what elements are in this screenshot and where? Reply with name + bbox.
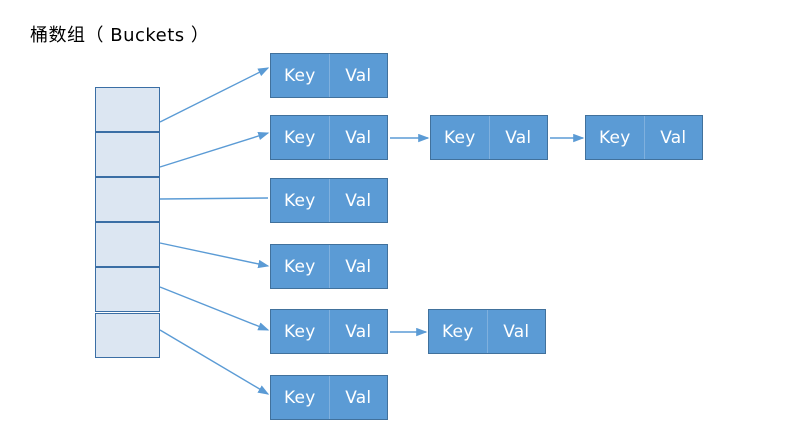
kv-node-value-label: Val xyxy=(660,127,687,148)
kv-node-b3-n0[interactable]: Key Val xyxy=(270,244,388,289)
kv-node-key-label: Key xyxy=(271,245,330,288)
kv-node-key-label: Key xyxy=(271,310,330,353)
bucket-array xyxy=(95,87,160,358)
kv-node-key-label: Key xyxy=(271,179,330,222)
bucket-cell-3[interactable] xyxy=(95,222,160,267)
bucket-to-chain-links xyxy=(159,67,270,395)
kv-node-b1-n2[interactable]: Key Val xyxy=(585,115,703,160)
kv-node-b0-n0[interactable]: Key Val xyxy=(270,53,388,98)
bucket-link-3 xyxy=(159,242,270,269)
kv-node-key-label: Key xyxy=(431,116,490,159)
kv-node-key-label: Key xyxy=(271,54,330,97)
page-title: 桶数组（ Buckets ） xyxy=(30,25,210,46)
kv-node-key-label: Key xyxy=(586,116,645,159)
kv-node-b1-n0[interactable]: Key Val xyxy=(270,115,388,160)
kv-node-value-label: Val xyxy=(345,321,372,342)
kv-node-value-label: Val xyxy=(345,65,372,86)
kv-node-value-label: Val xyxy=(345,256,372,277)
kv-node-b4-n0[interactable]: Key Val xyxy=(270,309,388,354)
bucket-cell-5[interactable] xyxy=(95,313,160,358)
kv-node-value-label: Val xyxy=(345,387,372,408)
bucket-cell-4[interactable] xyxy=(95,267,160,312)
kv-node-b5-n0[interactable]: Key Val xyxy=(270,375,388,420)
kv-node-value-label: Val xyxy=(345,190,372,211)
bucket-link-0 xyxy=(159,67,270,123)
bucket-link-5 xyxy=(159,329,270,395)
kv-node-value-label: Val xyxy=(505,127,532,148)
kv-node-key-label: Key xyxy=(429,310,488,353)
kv-node-key-label: Key xyxy=(271,116,330,159)
kv-node-value-label: Val xyxy=(503,321,530,342)
bucket-link-1 xyxy=(159,131,270,168)
bucket-cell-1[interactable] xyxy=(95,132,160,177)
node-to-node-links xyxy=(390,133,585,337)
bucket-link-4 xyxy=(159,286,270,331)
bucket-cell-0[interactable] xyxy=(95,87,160,132)
kv-node-key-label: Key xyxy=(271,376,330,419)
kv-node-b2-n0[interactable]: Key Val xyxy=(270,178,388,223)
kv-node-b1-n1[interactable]: Key Val xyxy=(430,115,548,160)
kv-node-value-label: Val xyxy=(345,127,372,148)
kv-node-b4-n1[interactable]: Key Val xyxy=(428,309,546,354)
bucket-link-2 xyxy=(159,197,269,200)
bucket-cell-2[interactable] xyxy=(95,177,160,222)
